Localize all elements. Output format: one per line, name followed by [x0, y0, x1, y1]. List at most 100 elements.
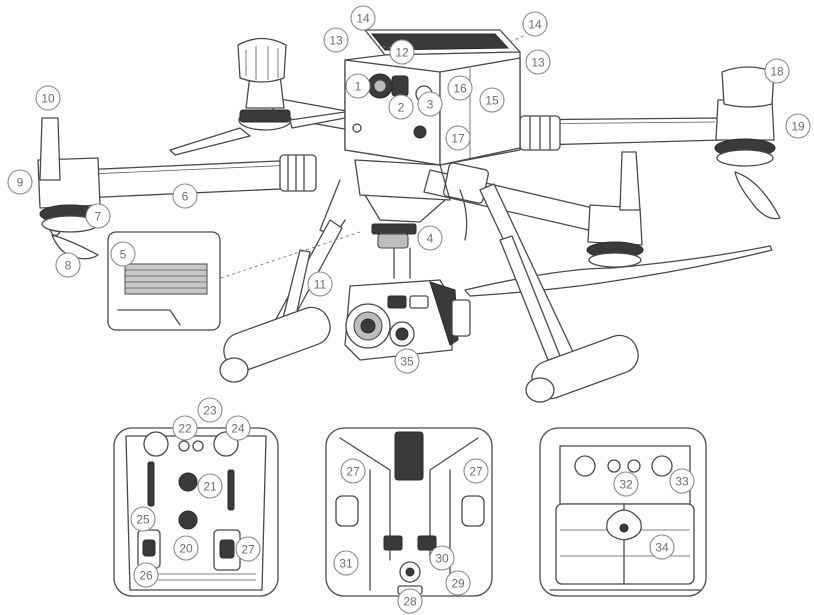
callout-6: 6 — [172, 183, 198, 209]
callout-28-text: 28 — [403, 595, 417, 609]
callout-27b-circle — [340, 458, 366, 484]
callout-1-text: 1 — [355, 80, 362, 94]
callout-3-text: 3 — [427, 98, 434, 112]
callout-31: 31 — [333, 550, 359, 576]
callout-21-text: 21 — [203, 480, 217, 494]
callout-11-text: 11 — [314, 278, 327, 292]
callout-7: 7 — [85, 203, 111, 229]
callout-15-circle — [479, 87, 505, 113]
callout-6-circle — [172, 183, 198, 209]
callout-3-circle — [417, 91, 443, 117]
callout-29-circle — [445, 570, 471, 596]
callout-33-text: 33 — [675, 475, 689, 489]
callout-13b: 13 — [525, 49, 551, 75]
callout-21: 21 — [197, 473, 223, 499]
callout-14b-circle — [522, 11, 548, 37]
callout-19-circle — [785, 113, 811, 139]
drone-illustration — [37, 29, 781, 403]
callout-27c: 27 — [463, 458, 489, 484]
callout-22-circle — [172, 415, 198, 441]
callout-25: 25 — [130, 506, 156, 532]
callout-12-text: 12 — [395, 46, 409, 60]
callout-17-circle — [445, 125, 471, 151]
callout-34-text: 34 — [655, 541, 669, 555]
callout-27b-text: 27 — [346, 465, 360, 479]
callout-10: 10 — [35, 85, 61, 111]
callout-33: 33 — [669, 468, 695, 494]
callout-32-text: 32 — [619, 478, 633, 492]
callout-22-text: 22 — [178, 422, 192, 436]
callout-11: 11 — [307, 271, 333, 297]
callout-8: 8 — [55, 252, 81, 278]
callout-4-circle — [417, 225, 443, 251]
callout-26-text: 26 — [139, 569, 153, 583]
callout-14a-circle — [350, 5, 376, 31]
callout-35-circle — [394, 348, 420, 374]
callout-11-circle — [307, 271, 333, 297]
arm-front-left — [37, 117, 317, 260]
callout-5: 5 — [110, 241, 136, 267]
arm-rear-left — [169, 37, 353, 156]
callout-13b-circle — [525, 49, 551, 75]
callout-12: 12 — [389, 39, 415, 65]
callout-24-text: 24 — [231, 422, 245, 436]
callout-21-circle — [197, 473, 223, 499]
gimbal-camera — [344, 279, 471, 361]
callout-24-circle — [225, 415, 251, 441]
callout-5-circle — [110, 241, 136, 267]
inset-detail — [107, 231, 361, 331]
callout-23-text: 23 — [203, 404, 217, 418]
callout-13a: 13 — [323, 27, 349, 53]
callout-32: 32 — [613, 471, 639, 497]
callout-19: 19 — [785, 113, 811, 139]
callout-15-text: 15 — [485, 94, 499, 108]
callout-27a: 27 — [235, 536, 261, 562]
callout-34: 34 — [649, 534, 675, 560]
callout-27a-text: 27 — [241, 543, 255, 557]
callout-17: 17 — [445, 125, 471, 151]
arm-rear-right — [499, 66, 781, 220]
callout-1: 1 — [345, 73, 371, 99]
callout-14a-text: 14 — [356, 12, 370, 26]
callout-7-circle — [85, 203, 111, 229]
callout-27b: 27 — [340, 458, 366, 484]
callout-6-text: 6 — [182, 190, 189, 204]
callout-9: 9 — [7, 169, 33, 195]
callout-2-circle — [388, 94, 414, 120]
callout-19-text: 19 — [791, 120, 805, 134]
callout-13a-circle — [323, 27, 349, 53]
callout-5-text: 5 — [120, 248, 127, 262]
callout-28: 28 — [397, 588, 423, 614]
callout-34-circle — [649, 534, 675, 560]
callout-35-text: 35 — [400, 355, 414, 369]
callout-33-circle — [669, 468, 695, 494]
callout-12-circle — [389, 39, 415, 65]
callout-32-circle — [613, 471, 639, 497]
callout-1-circle — [345, 73, 371, 99]
callout-25-text: 25 — [136, 513, 150, 527]
callout-14b: 14 — [522, 11, 548, 37]
callout-30: 30 — [429, 545, 455, 571]
callout-3: 3 — [417, 91, 443, 117]
callout-4-text: 4 — [427, 232, 434, 246]
callout-22: 22 — [172, 415, 198, 441]
callout-8-circle — [55, 252, 81, 278]
panel-rear — [539, 427, 707, 597]
callout-20-circle — [173, 535, 199, 561]
callout-17-text: 17 — [451, 132, 465, 146]
callout-2-text: 2 — [398, 101, 405, 115]
callout-10-circle — [35, 85, 61, 111]
callout-27c-circle — [463, 458, 489, 484]
callout-7-text: 7 — [95, 210, 102, 224]
callout-13b-text: 13 — [531, 56, 545, 70]
callout-9-text: 9 — [17, 176, 24, 190]
callout-10-text: 10 — [41, 92, 55, 106]
callout-4: 4 — [417, 225, 443, 251]
callout-18-text: 18 — [770, 65, 784, 79]
callout-26-circle — [133, 562, 159, 588]
callout-13a-text: 13 — [329, 34, 343, 48]
callout-24: 24 — [225, 415, 251, 441]
callout-16-text: 16 — [453, 82, 467, 96]
